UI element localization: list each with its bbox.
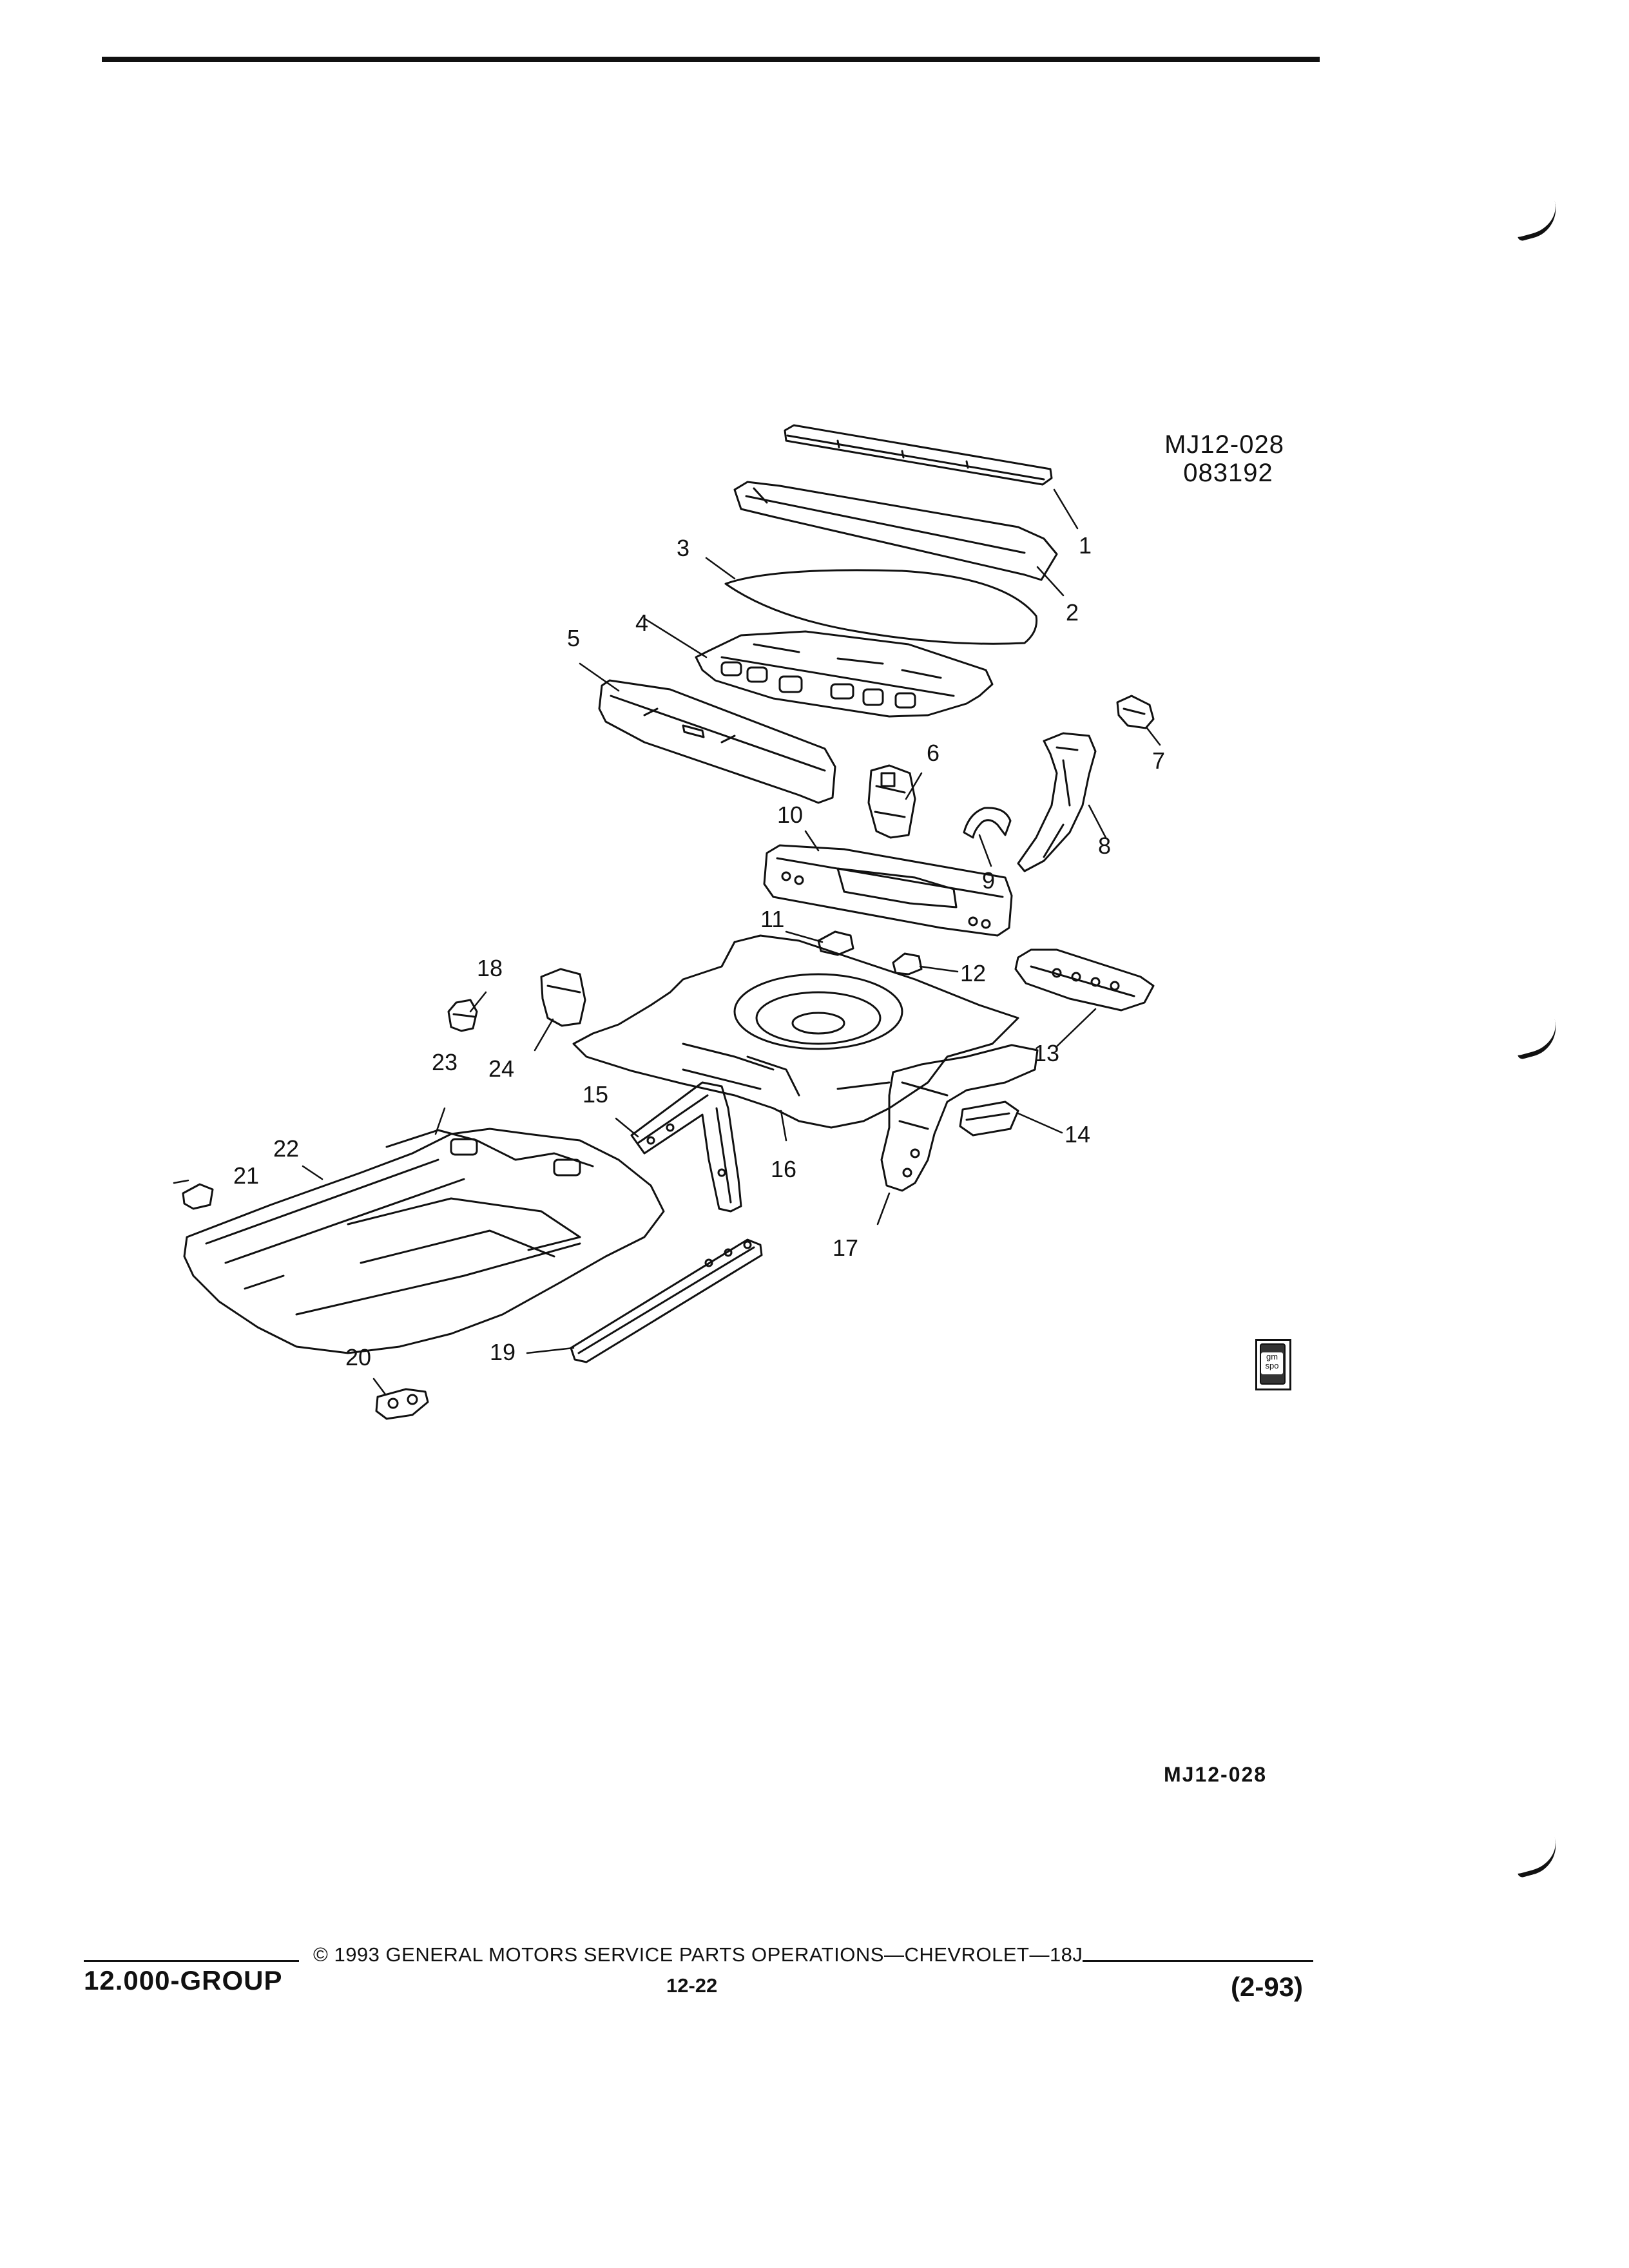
gm-spo-badge: gm spo (1255, 1339, 1291, 1390)
figure-code: MJ12-028 (1164, 1763, 1268, 1786)
part-19-shape (570, 1238, 763, 1363)
part-24-shape (540, 968, 586, 1027)
part-22-shape (183, 1128, 665, 1354)
callout-10: 10 (777, 802, 804, 828)
footer-revision: (2-93) (1231, 1972, 1304, 2002)
callout-14: 14 (1065, 1121, 1091, 1148)
callout-9: 9 (982, 867, 996, 894)
callout-4: 4 (635, 610, 649, 636)
leader-lines (173, 488, 1161, 1396)
part-21-shape (182, 1183, 214, 1210)
part-14-shape (959, 1100, 1019, 1137)
footer-rule-right (1083, 1960, 1313, 1962)
callout-6: 6 (927, 740, 940, 766)
callout-17: 17 (833, 1235, 859, 1261)
footer-rule-left (84, 1960, 299, 1962)
callout-15: 15 (583, 1081, 609, 1108)
part-18-shape (447, 999, 478, 1032)
illustration-code: MJ12-028 (1164, 430, 1284, 459)
callout-5: 5 (567, 625, 581, 651)
part-13-shape (1014, 948, 1155, 1012)
callout-20: 20 (345, 1344, 372, 1370)
callout-12: 12 (960, 960, 987, 986)
footer-copyright: © 1993 GENERAL MOTORS SERVICE PARTS OPER… (313, 1943, 1083, 1966)
footer-page-number: 12-22 (666, 1974, 718, 1997)
part-5-shape (598, 679, 836, 804)
callout-21: 21 (233, 1162, 260, 1189)
callout-8: 8 (1098, 832, 1112, 859)
callout-1: 1 (1079, 532, 1092, 559)
part-17-shape (880, 1044, 1039, 1192)
part-10-shape (763, 844, 1013, 937)
part-12-shape (892, 952, 923, 975)
callout-18: 18 (477, 955, 503, 981)
part-3-shape (724, 569, 1038, 645)
part-15-shape (630, 1081, 742, 1213)
callout-22: 22 (273, 1135, 300, 1162)
part-16-shape (572, 934, 1019, 1129)
callout-16: 16 (771, 1156, 797, 1182)
part-9-shape (963, 807, 1012, 839)
illustration-date: 083192 (1183, 459, 1273, 487)
part-11-shape (817, 930, 854, 956)
callout-2: 2 (1066, 599, 1079, 626)
part-2-shape (733, 481, 1058, 581)
badge-text-gm: gm (1266, 1352, 1278, 1361)
callout-23: 23 (432, 1049, 458, 1075)
badge-text-spo: spo (1265, 1361, 1279, 1370)
part-8-shape (1017, 732, 1097, 872)
part-6-shape (867, 764, 916, 839)
callout-24: 24 (488, 1055, 515, 1082)
part-1-shape (784, 424, 1053, 486)
callout-7: 7 (1152, 747, 1166, 774)
callout-11: 11 (760, 906, 785, 932)
part-7-shape (1116, 695, 1155, 729)
footer-group: 12.000-GROUP (84, 1965, 283, 1995)
callout-19: 19 (490, 1339, 516, 1365)
header-rule (102, 57, 1320, 62)
callout-13: 13 (1034, 1040, 1060, 1066)
callout-3: 3 (677, 535, 690, 561)
part-4-shape (695, 630, 994, 718)
part-20-shape (375, 1388, 429, 1420)
